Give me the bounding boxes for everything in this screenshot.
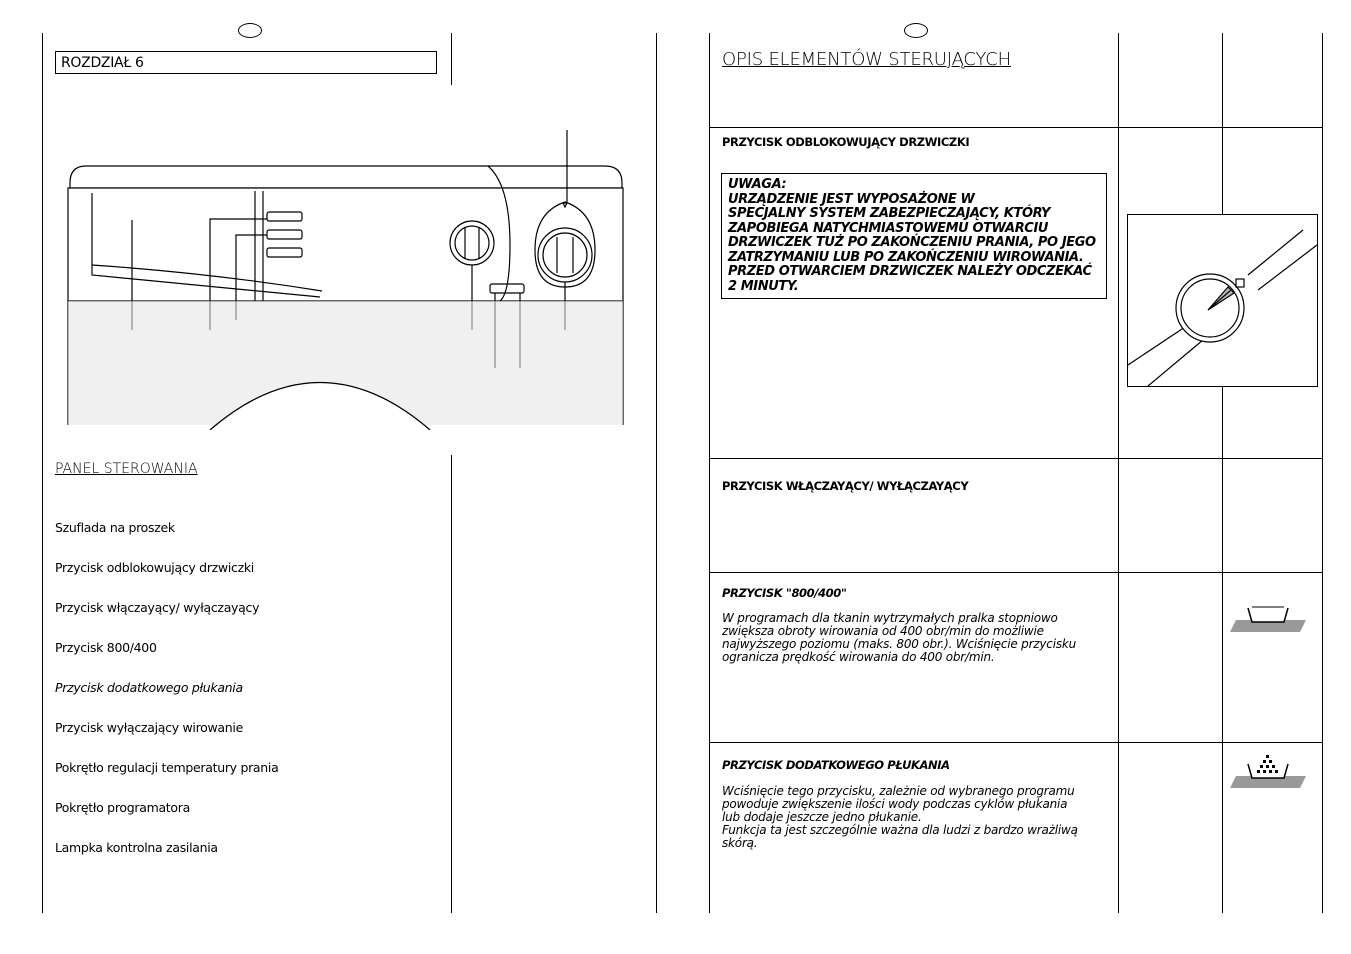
page-fold-line	[656, 33, 657, 913]
column-divider	[1118, 33, 1119, 913]
warning-line: SPECJALNY SYSTEM ZABEZPIECZAJĄCY, KTÓRY	[728, 206, 1051, 221]
warning-line: ZATRZYMANIU LUB PO ZAKOŃCZENIU WIROWANIA…	[728, 249, 1084, 265]
page-margin-line	[42, 33, 43, 913]
text-line: lub dodaje jeszcze jedno płukanie.	[722, 810, 922, 824]
section-divider	[709, 127, 1323, 128]
list-item: Przycisk 800/400	[55, 640, 157, 655]
column-divider-top	[451, 33, 452, 85]
section-text-rinse: Wciśnięcie tego przycisku, zależnie od w…	[722, 785, 1078, 850]
warning-line: UWAGA:	[728, 177, 787, 192]
warning-line: PRZED OTWARCIEM DRZWICZEK NALEŻY ODCZEKA…	[728, 264, 1092, 279]
warning-line: ZAPOBIEGA NATYCHMIASTOWEMU OTWARCIU	[728, 220, 1049, 236]
text-line: ogranicza prędkość wirowania do 400 obr/…	[722, 650, 995, 664]
page-edge-line	[1322, 33, 1323, 913]
section-divider	[709, 572, 1323, 573]
list-item: Pokrętło regulacji temperatury prania	[55, 760, 279, 775]
text-line: W programach dla tkanin wytrzymałych pra…	[722, 611, 1058, 625]
text-line: powoduje zwiększenie ilości wody podczas…	[722, 797, 1068, 811]
text-line: najwyższego poziomu (maks. 800 obr.). Wc…	[722, 637, 1077, 651]
section-heading-power: PRZYCISK WŁĄCZAYĄCY/ WYŁĄCZAYĄCY	[722, 479, 969, 493]
section-text-spin: W programach dla tkanin wytrzymałych pra…	[722, 612, 1076, 664]
warning-line: 2 MINUTY.	[728, 278, 799, 294]
page-title: OPIS ELEMENTÓW STERUJĄCYCH	[722, 49, 1011, 70]
chapter-label: ROZDZIAŁ 6	[55, 51, 437, 74]
list-item: Lampka kontrolna zasilania	[55, 840, 218, 855]
list-item: Szuflada na proszek	[55, 520, 175, 535]
section-heading-rinse: PRZYCISK DODATKOWEGO PŁUKANIA	[722, 758, 950, 772]
column-divider	[1222, 33, 1223, 913]
column-divider-bottom	[451, 455, 452, 913]
control-panel-illustration	[67, 130, 624, 430]
text-line: Funkcja ta jest szczególnie ważna dla lu…	[722, 823, 1078, 837]
wash-tub-icon	[1230, 606, 1306, 632]
text-line: skórą.	[722, 836, 758, 850]
list-item: Przycisk wyłączający wirowanie	[55, 720, 243, 735]
warning-box: UWAGA: URZĄDZENIE JEST WYPOSAŻONE W SPEC…	[721, 173, 1107, 299]
text-column-line	[709, 33, 710, 913]
extra-rinse-icon	[1230, 755, 1306, 788]
language-marker-left	[238, 23, 262, 38]
warning-line: URZĄDZENIE JEST WYPOSAŻONE W	[728, 191, 975, 207]
section-divider	[709, 742, 1323, 743]
section-heading-door: PRZYCISK ODBLOKOWUJĄCY DRZWICZKI	[722, 135, 970, 149]
section-divider	[709, 458, 1323, 459]
warning-line: DRZWICZEK TUŻ PO ZAKOŃCZENIU PRANIA, PO …	[728, 235, 1096, 250]
list-item: Przycisk włączayący/ wyłączayący	[55, 600, 260, 615]
list-item: Przycisk odblokowujący drzwiczki	[55, 560, 254, 575]
text-line: Wciśnięcie tego przycisku, zależnie od w…	[722, 784, 1075, 798]
watch-illustration	[1127, 214, 1318, 387]
section-heading-spin: PRZYCISK "800/400"	[722, 586, 847, 600]
list-item: Pokrętło programatora	[55, 800, 190, 815]
list-item: Przycisk dodatkowego płukania	[55, 680, 243, 695]
panel-title: PANEL STEROWANIA	[55, 461, 198, 477]
text-line: zwiększa obroty wirowania od 400 obr/min…	[722, 624, 1044, 638]
language-marker-right	[904, 23, 928, 38]
